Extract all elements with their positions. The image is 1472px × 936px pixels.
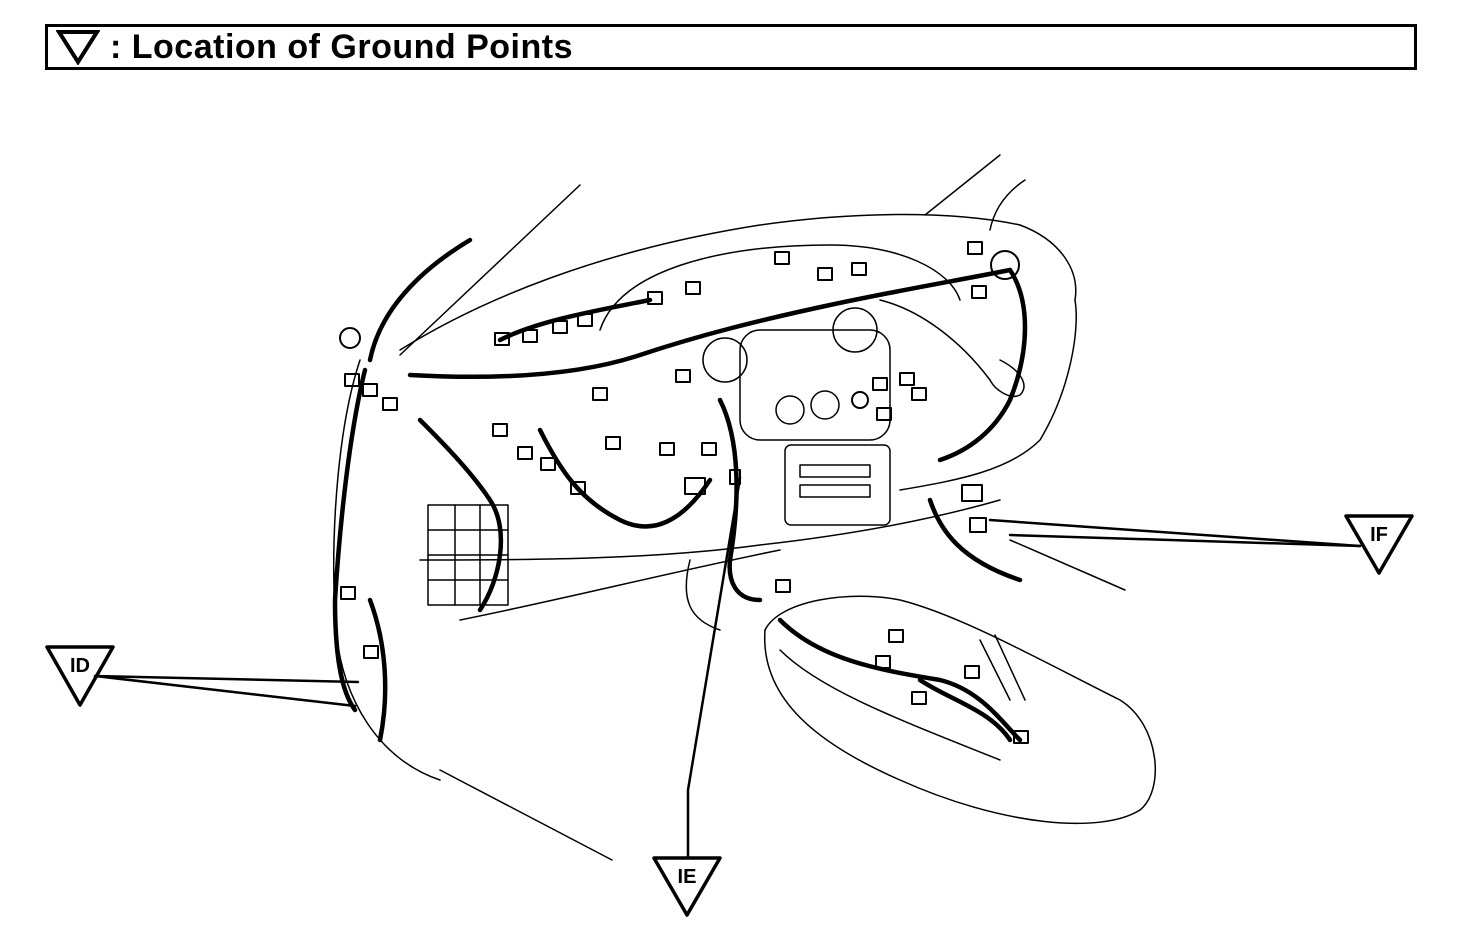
ground-marker-IF bbox=[1344, 514, 1414, 575]
page-title: : Location of Ground Points bbox=[110, 27, 574, 66]
junction-block bbox=[427, 504, 509, 606]
center-stack bbox=[702, 307, 891, 526]
ground-marker-IE bbox=[652, 856, 722, 917]
ground-label-IE: IE bbox=[678, 866, 697, 888]
ground-label-ID: ID bbox=[70, 655, 90, 677]
ground-point-triangle-icon bbox=[56, 30, 100, 65]
center-console bbox=[685, 559, 1156, 825]
wiring-harness bbox=[332, 237, 1028, 743]
ground-label-IF: IF bbox=[1370, 524, 1388, 546]
connectors bbox=[339, 241, 1029, 744]
dashboard-outline bbox=[332, 154, 1126, 861]
title-box: : Location of Ground Points bbox=[45, 24, 1417, 70]
ground-marker-ID bbox=[45, 645, 115, 707]
ground-leaders bbox=[93, 476, 1362, 858]
